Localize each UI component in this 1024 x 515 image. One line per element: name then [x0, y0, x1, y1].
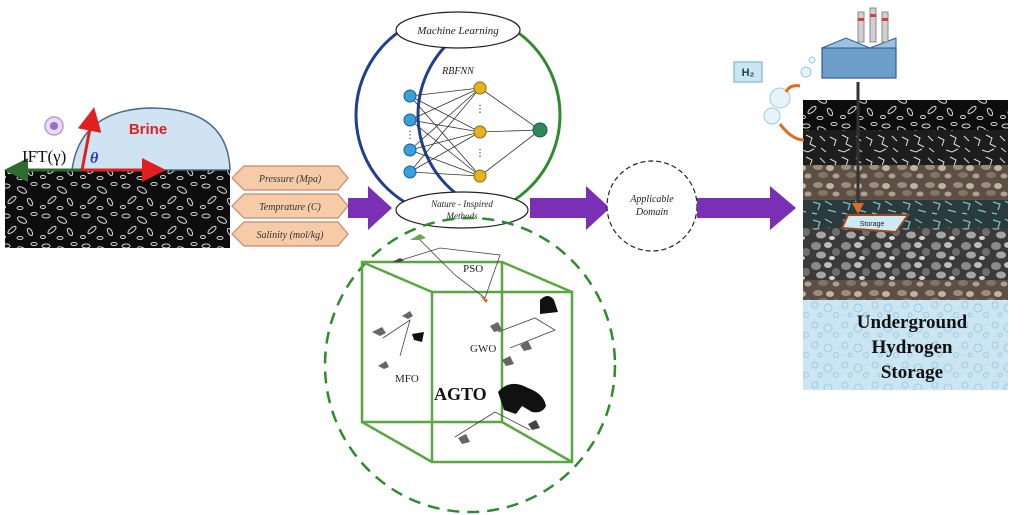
brine-label: Brine — [129, 121, 167, 138]
ift-label: IFT(γ) — [22, 147, 66, 166]
gorilla-icon — [498, 383, 546, 414]
tangent-arrow-icon — [77, 107, 102, 171]
applicable-domain-block: Applicable Domain — [606, 160, 698, 252]
flow-arrow-3-icon — [697, 186, 796, 230]
flow-arrow-2-icon — [530, 186, 610, 230]
input-neuron — [403, 165, 417, 179]
output-neuron — [532, 122, 548, 138]
svg-text:⋮: ⋮ — [475, 148, 485, 159]
input-neuron — [403, 143, 417, 157]
stratum-6 — [803, 280, 1008, 300]
hidden-neuron — [473, 125, 487, 139]
wolf-icon — [490, 322, 502, 332]
gorilla-small-icon — [458, 434, 470, 444]
storage-block: Storage H₂ Underground Hydrogen Storage — [733, 7, 1008, 390]
storage-title-line3: Storage — [881, 362, 943, 383]
gas-bubble-icon — [769, 87, 791, 109]
wolf-icon — [520, 341, 532, 351]
hidden-neuron — [473, 169, 487, 183]
theta-label: θ — [90, 150, 99, 167]
domain-line2: Domain — [635, 207, 668, 218]
gas-bubble-icon — [808, 56, 816, 64]
rock-substrate — [5, 170, 230, 248]
storage-title-line2: Hydrogen — [872, 337, 953, 358]
brine-droplet — [71, 107, 231, 171]
storage-base — [803, 300, 1008, 390]
methods-label-line2: Methods — [446, 211, 478, 221]
svg-text:⋮: ⋮ — [475, 104, 485, 115]
input-tag-pressure: Pressure (Mpa) — [231, 165, 349, 191]
input-label-salinity: Salinity (mol/kg) — [257, 230, 325, 241]
ml-title-bubble — [395, 11, 521, 49]
reservoir — [840, 214, 910, 234]
wettability-panel: Brine IFT(γ) θ — [4, 107, 231, 248]
search-trajectories — [382, 239, 556, 438]
input-tag-temperature: Temprature (C) — [231, 193, 349, 219]
network-label: RBFNN — [441, 66, 475, 77]
moth-icon — [372, 327, 386, 336]
stratum-3 — [803, 165, 1008, 200]
methods-label-line1: Nature - Inspired — [430, 199, 493, 209]
input-label-temperature: Temprature (C) — [259, 202, 321, 213]
rbf-network-diagram — [409, 87, 541, 177]
gas-bubble-icon — [800, 66, 812, 78]
search-space-cube — [360, 260, 574, 464]
wolf-icon — [540, 296, 558, 314]
hydrogen-plant-icon — [821, 7, 897, 79]
gas-bubble-icon — [763, 107, 781, 125]
flow-curve-icon — [784, 84, 801, 93]
h2-badge-label: H₂ — [742, 67, 755, 79]
mfo-label: MFO — [395, 373, 419, 385]
methods-bubble — [395, 191, 529, 229]
machine-learning-block: Machine Learning RBFNN ⋮ ⋮ ⋮ Nature - In… — [356, 11, 560, 229]
hydrogen-bubble-core-icon — [50, 122, 58, 130]
domain-line1: Applicable — [629, 194, 674, 205]
h2-badge — [733, 61, 763, 83]
input-label-pressure: Pressure (Mpa) — [258, 174, 322, 185]
input-tag-salinity: Salinity (mol/kg) — [231, 221, 349, 247]
stratum-5 — [803, 228, 1008, 280]
domain-dashed-circle — [606, 160, 698, 252]
hidden-neuron — [473, 81, 487, 95]
flame-icon — [412, 332, 424, 342]
flow-arrow-1-icon — [348, 186, 392, 230]
stratum-1 — [803, 100, 1008, 130]
flow-curve-icon — [778, 123, 805, 142]
moth-icon — [378, 361, 389, 369]
bird-icon — [410, 234, 426, 240]
gorilla-small-icon — [528, 420, 540, 430]
reservoir-label: Storage — [860, 221, 885, 228]
injection-arrow-icon — [852, 203, 864, 214]
agto-label: AGTO — [434, 384, 487, 404]
bird-icon — [480, 296, 488, 303]
gwo-label: GWO — [470, 343, 496, 355]
moth-icon — [402, 311, 413, 319]
svg-text:⋮: ⋮ — [405, 130, 415, 141]
optimizer-dashed-circle — [323, 216, 617, 514]
input-neuron — [403, 89, 417, 103]
bird-icon — [392, 258, 404, 262]
pso-label: PSO — [463, 263, 483, 275]
input-parameters: Pressure (Mpa) Temprature (C) Salinity (… — [231, 165, 349, 247]
ml-title: Machine Learning — [416, 25, 499, 37]
ml-circle-blue-arc — [416, 33, 459, 197]
storage-title-line1: Underground — [857, 312, 968, 333]
input-neuron — [403, 113, 417, 127]
wolf-icon — [502, 356, 514, 366]
optimizer-block: PSO MFO GWO AGTO — [323, 216, 617, 514]
stratum-2 — [803, 130, 1008, 165]
